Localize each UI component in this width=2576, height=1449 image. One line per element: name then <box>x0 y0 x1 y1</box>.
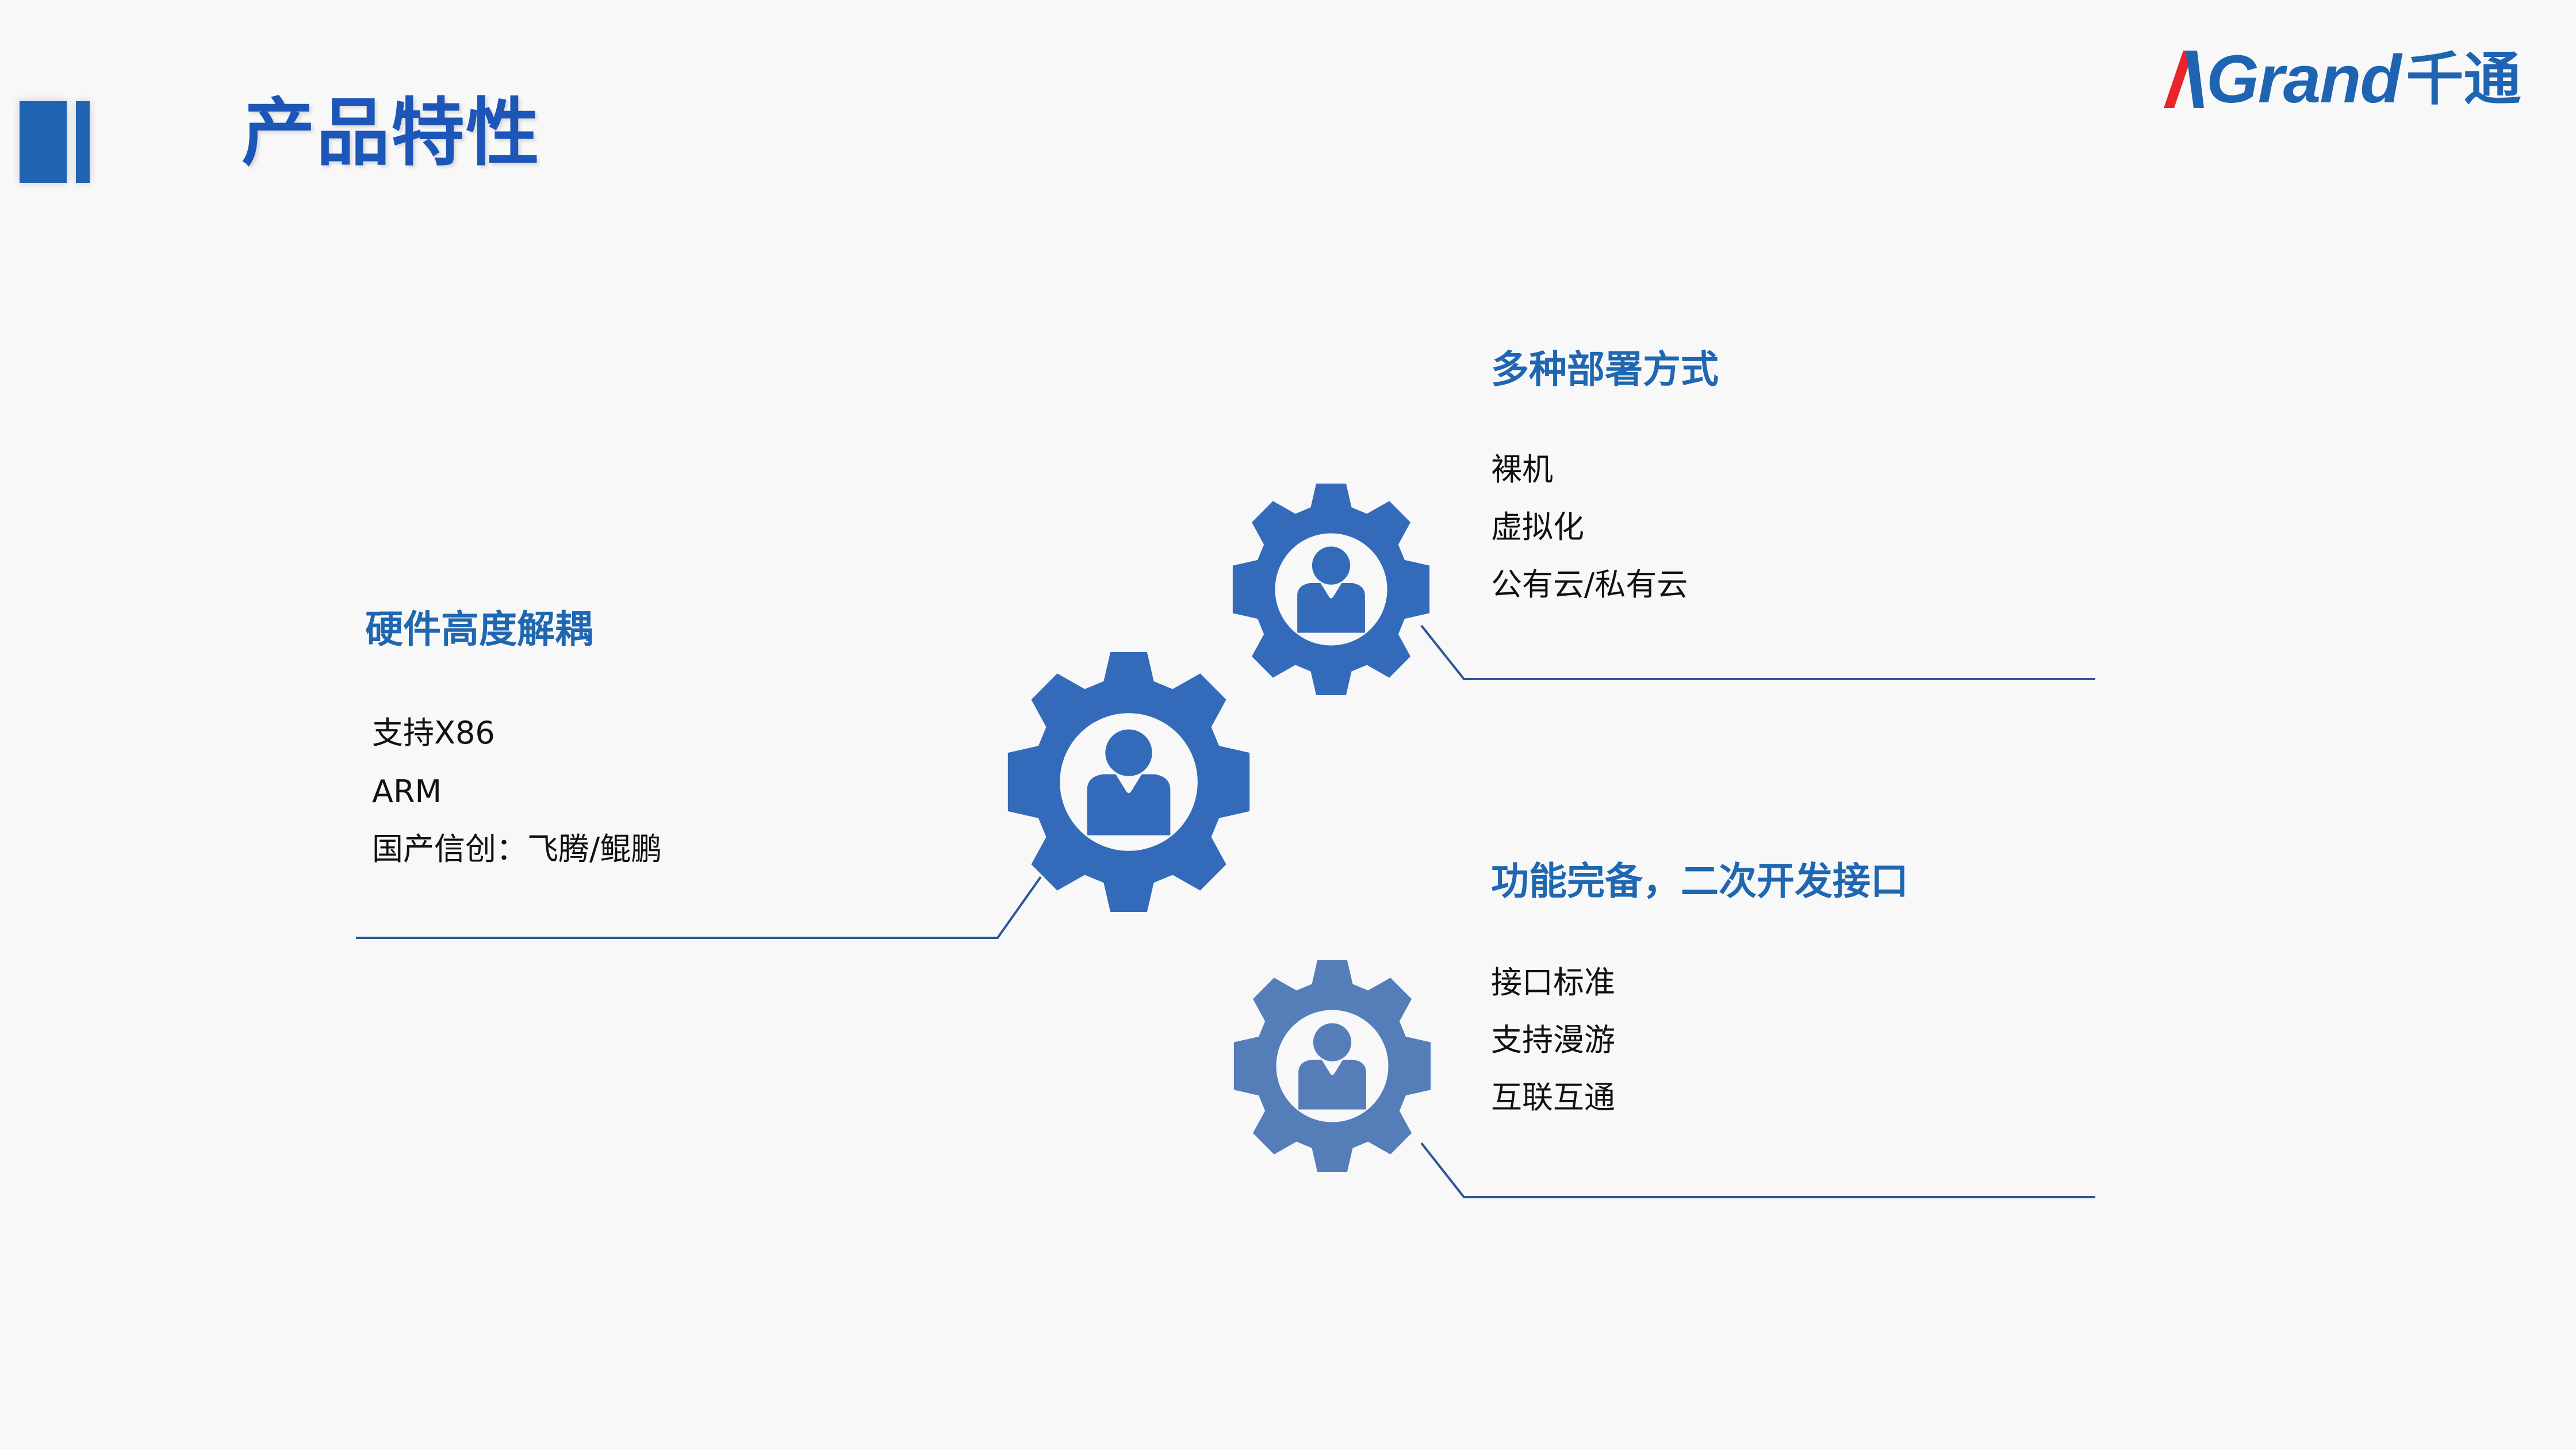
feature-item: 支持X86 <box>372 715 495 751</box>
feature-item: 互联互通 <box>1491 1079 1615 1116</box>
feature-item: 裸机 <box>1491 451 1553 488</box>
feature-title-api: 功能完备，二次开发接口 <box>1491 859 1908 903</box>
feature-title-hardware: 硬件高度解耦 <box>365 607 593 651</box>
agrand-logo: Grand 千通 <box>2164 41 2521 117</box>
feature-item: ARM <box>372 773 442 810</box>
feature-item: 虚拟化 <box>1491 509 1584 545</box>
main-gear-user-icon <box>1007 652 1250 912</box>
connector-line-bottom-right <box>1420 1142 2095 1198</box>
page-title: 产品特性 <box>241 90 541 176</box>
feature-item: 支持漫游 <box>1491 1022 1615 1058</box>
feature-item: 国产信创：飞腾/鲲鹏 <box>372 831 662 867</box>
connector-line-left <box>356 876 1042 939</box>
header-bar-block <box>76 101 90 183</box>
deploy-gear-user-icon <box>1232 484 1430 695</box>
header-square-block <box>20 101 67 183</box>
connector-line-top-right <box>1420 624 2095 680</box>
logo-text-cn: 千通 <box>2406 45 2521 113</box>
feature-item: 接口标准 <box>1491 964 1615 1000</box>
api-gear-user-icon <box>1233 960 1431 1172</box>
logo-text-latin: Grand <box>2206 41 2401 117</box>
feature-item: 公有云/私有云 <box>1491 566 1688 603</box>
feature-title-deployment: 多种部署方式 <box>1491 347 1719 392</box>
logo-slash-mark-icon <box>2164 51 2204 108</box>
